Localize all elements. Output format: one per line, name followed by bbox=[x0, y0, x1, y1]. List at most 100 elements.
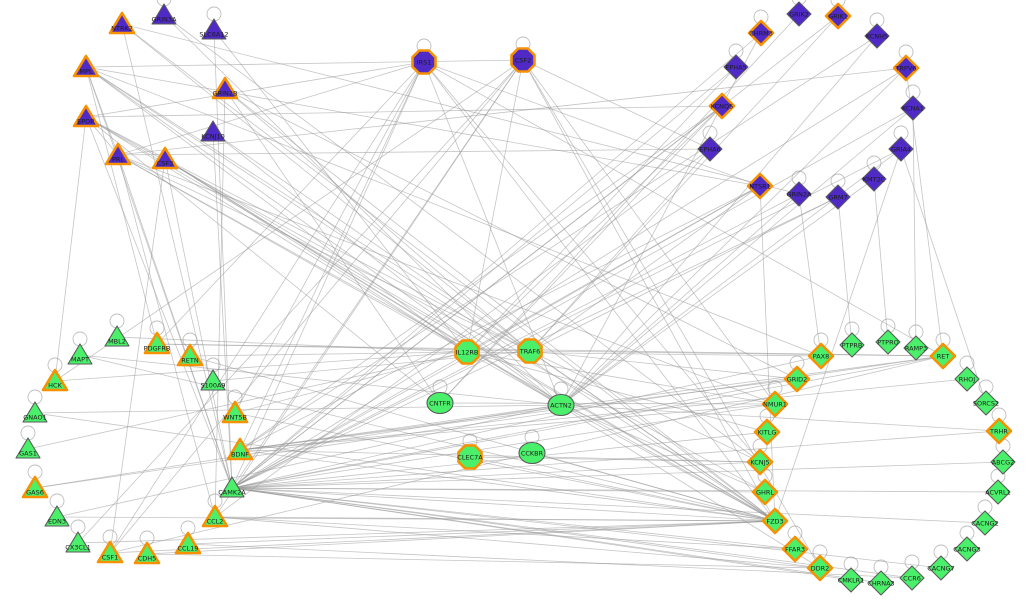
diamond-shape-CHRNA3[interactable] bbox=[868, 570, 894, 596]
diamond-shape-PTPRB[interactable] bbox=[839, 332, 865, 358]
diamond-shape-EPHA5[interactable] bbox=[723, 54, 749, 80]
node-CCR6[interactable]: CCR6 bbox=[899, 565, 925, 591]
node-GRIK2[interactable]: GRIK2 bbox=[786, 1, 812, 27]
octagon-shape-IL12RB[interactable] bbox=[454, 339, 480, 365]
triangle-shape-GNAO1[interactable] bbox=[22, 401, 48, 423]
diamond-shape-CCR6[interactable] bbox=[899, 565, 925, 591]
node-KITLG[interactable]: KITLG bbox=[753, 418, 781, 446]
node-ACVRL1[interactable]: ACVRL1 bbox=[985, 479, 1011, 505]
node-GRIN3A[interactable]: GRIN3A bbox=[151, 3, 177, 25]
diamond-shape-GRIK2[interactable] bbox=[786, 1, 812, 27]
triangle-shape-EPOR[interactable] bbox=[72, 104, 100, 128]
triangle-shape-WNT5B[interactable] bbox=[221, 400, 249, 424]
diamond-shape-GRIA4[interactable] bbox=[888, 136, 914, 162]
triangle-shape-EDN3[interactable] bbox=[44, 505, 70, 527]
ellipse-shape-ACTN2[interactable] bbox=[547, 393, 575, 417]
diamond-shape-SORCS2[interactable] bbox=[973, 390, 999, 416]
triangle-shape-CCL2[interactable] bbox=[201, 504, 229, 528]
node-CCL2[interactable]: CCL2 bbox=[201, 504, 229, 528]
node-MAPT[interactable]: MAPT bbox=[67, 343, 93, 365]
node-RET[interactable]: RET bbox=[929, 342, 957, 370]
triangle-shape-GRIN2B[interactable] bbox=[211, 76, 239, 100]
node-CSF2[interactable]: CSF2 bbox=[510, 47, 536, 73]
diamond-shape-KMT2C[interactable] bbox=[861, 166, 887, 192]
diamond-shape-EPHA6[interactable] bbox=[697, 136, 723, 162]
node-GRIN2A[interactable]: GRIN2A bbox=[786, 181, 812, 207]
node-ACTN2[interactable]: ACTN2 bbox=[547, 393, 575, 417]
triangle-shape-MBL2[interactable] bbox=[104, 325, 130, 347]
triangle-shape-BDNF[interactable] bbox=[226, 437, 254, 461]
diamond-shape-FZD3[interactable] bbox=[761, 507, 789, 535]
triangle-shape-CAMK2A[interactable] bbox=[219, 476, 245, 498]
diamond-shape-RHOJ[interactable] bbox=[954, 366, 980, 392]
node-GNAO1[interactable]: GNAO1 bbox=[22, 401, 48, 423]
node-HCK[interactable]: HCK bbox=[41, 368, 69, 392]
node-GRID2[interactable]: GRID2 bbox=[783, 365, 811, 393]
node-SLC6A12[interactable]: SLC6A12 bbox=[199, 18, 229, 40]
node-CCKBR[interactable]: CCKBR bbox=[518, 441, 546, 465]
ellipse-shape-CNTFR[interactable] bbox=[426, 391, 454, 415]
node-RAMP3[interactable]: RAMP3 bbox=[903, 335, 929, 361]
diamond-shape-ACVRL1[interactable] bbox=[985, 479, 1011, 505]
diamond-shape-KITLG[interactable] bbox=[753, 418, 781, 446]
node-NTRK2[interactable]: NTRK2 bbox=[108, 11, 136, 35]
node-NMUR1[interactable]: NMUR1 bbox=[761, 390, 789, 418]
node-TRHR[interactable]: TRHR bbox=[985, 417, 1013, 445]
diamond-shape-GRID2[interactable] bbox=[783, 365, 811, 393]
node-PAX8[interactable]: PAX8 bbox=[807, 342, 835, 370]
triangle-shape-SLC6A12[interactable] bbox=[201, 18, 227, 40]
node-CLEC7A[interactable]: CLEC7A bbox=[457, 444, 483, 470]
diamond-shape-GRM7[interactable] bbox=[825, 184, 851, 210]
triangle-shape-NTRK2[interactable] bbox=[108, 11, 136, 35]
triangle-shape-MPL[interactable] bbox=[72, 54, 100, 78]
diamond-shape-CACNG2[interactable] bbox=[972, 510, 998, 536]
node-CCL19[interactable]: CCL19 bbox=[174, 531, 202, 555]
octagon-shape-TRAF6[interactable] bbox=[517, 338, 543, 364]
triangle-shape-CDH5[interactable] bbox=[133, 541, 161, 565]
node-EDN3[interactable]: EDN3 bbox=[44, 505, 70, 527]
node-MBL2[interactable]: MBL2 bbox=[104, 325, 130, 347]
octagon-shape-CSF2[interactable] bbox=[510, 47, 536, 73]
node-GRIA4[interactable]: GRIA4 bbox=[888, 136, 914, 162]
node-GRIK1[interactable]: GRIK1 bbox=[824, 2, 852, 30]
node-SORCS2[interactable]: SORCS2 bbox=[973, 390, 999, 416]
node-CACNG2[interactable]: CACNG2 bbox=[971, 510, 999, 536]
ellipse-shape-CCKBR[interactable] bbox=[518, 441, 546, 465]
triangle-shape-KCNJ10[interactable] bbox=[200, 120, 226, 142]
diamond-shape-PAX8[interactable] bbox=[807, 342, 835, 370]
diamond-shape-CACNG7[interactable] bbox=[928, 555, 954, 581]
diamond-shape-CMKLR1[interactable] bbox=[838, 567, 864, 593]
diamond-shape-FFAR3[interactable] bbox=[781, 535, 809, 563]
diamond-shape-KCNA1[interactable] bbox=[900, 95, 926, 121]
triangle-shape-S100A9[interactable] bbox=[200, 369, 226, 391]
node-NTSR1[interactable]: NTSR1 bbox=[746, 172, 774, 200]
node-CACNG3[interactable]: CACNG3 bbox=[953, 536, 981, 562]
triangle-shape-CCL19[interactable] bbox=[174, 531, 202, 555]
triangle-shape-GAS1[interactable] bbox=[15, 437, 41, 459]
triangle-shape-CSF3[interactable] bbox=[151, 146, 179, 170]
node-CX3CL1[interactable]: CX3CL1 bbox=[65, 531, 91, 553]
diamond-shape-CHRM3[interactable] bbox=[747, 19, 775, 47]
diamond-shape-NTSR1[interactable] bbox=[746, 172, 774, 200]
diamond-shape-PTPRO[interactable] bbox=[875, 329, 901, 355]
diamond-shape-KCNH5[interactable] bbox=[864, 23, 890, 49]
node-GAS1[interactable]: GAS1 bbox=[15, 437, 41, 459]
node-EPHA6[interactable]: EPHA6 bbox=[697, 136, 723, 162]
node-CACNG7[interactable]: CACNG7 bbox=[927, 555, 955, 581]
node-KMT2C[interactable]: KMT2C bbox=[861, 166, 887, 192]
node-KCNA1[interactable]: KCNA1 bbox=[900, 95, 926, 121]
diamond-shape-DDR2[interactable] bbox=[806, 554, 834, 582]
node-CSF1[interactable]: CSF1 bbox=[96, 540, 124, 564]
diamond-shape-NMUR1[interactable] bbox=[761, 390, 789, 418]
node-CHRM3[interactable]: CHRM3 bbox=[747, 19, 775, 47]
node-IL12RB[interactable]: IL12RB bbox=[454, 339, 480, 365]
diamond-shape-GHRL[interactable] bbox=[751, 478, 779, 506]
triangle-shape-CSF1[interactable] bbox=[96, 540, 124, 564]
triangle-shape-MAPT[interactable] bbox=[67, 343, 93, 365]
diamond-shape-GRIK1[interactable] bbox=[824, 2, 852, 30]
diamond-shape-KCNJ5[interactable] bbox=[746, 448, 774, 476]
triangle-shape-GRIN3A[interactable] bbox=[151, 3, 177, 25]
node-MPL[interactable]: MPL bbox=[72, 54, 100, 78]
diamond-shape-RAMP3[interactable] bbox=[903, 335, 929, 361]
